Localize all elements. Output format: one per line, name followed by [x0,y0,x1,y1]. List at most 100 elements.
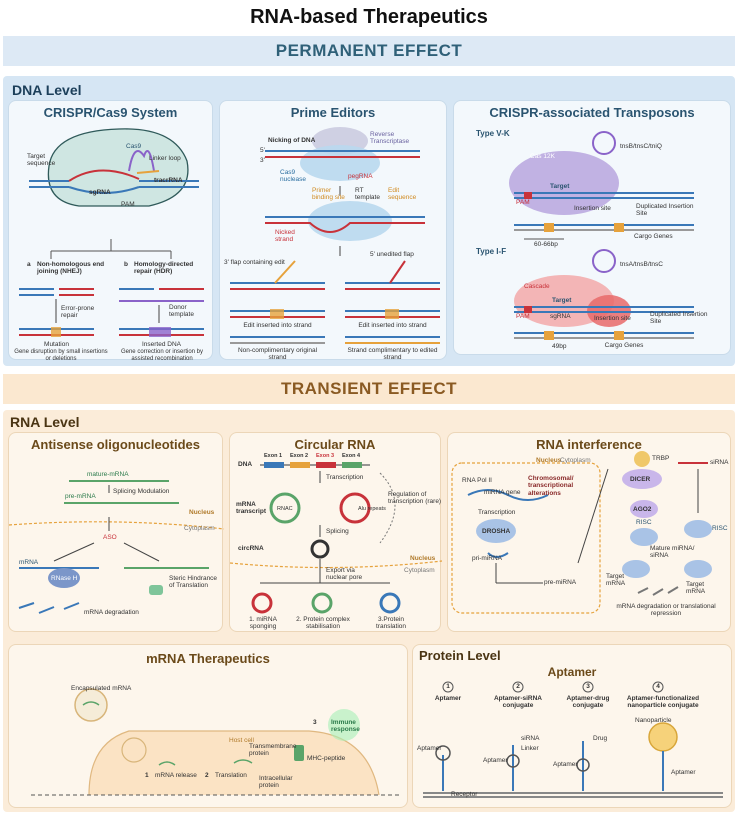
rnai-transcription-label: Transcription [478,509,516,516]
risc2-label: RISC [712,525,728,532]
flap5-label: 5' unedited flap [370,251,414,258]
exon2-label: Exon 2 [290,453,309,459]
nanoparticle-label: Nanoparticle [635,717,672,724]
circ-diagram [229,462,443,614]
step1-number: 1 [145,772,149,779]
rnai-diagram [451,451,712,614]
ago2-label: AGO2 [633,506,652,513]
edit-sequence-label: Edit sequence [388,187,417,202]
encapsulated-label: Encapsulated mRNA [71,685,132,692]
cargo-genes-if: Cargo Genes [604,342,644,349]
target-label-if: Target [552,297,572,304]
sirna-label: siRNA [521,735,540,742]
circ-outcome-2: 2. Protein complex stabilisation [296,616,350,631]
duplicated-vk: Duplicated Insertion Site [636,203,694,218]
non-comp-label: Non-complimentary original strand [237,347,318,362]
mrna-ther-title: mRNA Therapeutics [146,651,270,666]
mutation-label: Mutation [44,341,69,348]
aso-label: ASO [103,534,117,541]
pam-label-if: PAM [516,313,530,320]
nicked-strand-label: Nicked strand [275,229,295,244]
mrna-therapeutics-panel: mRNA Therapeutics Encapsulated mRNA Host… [8,644,408,808]
rnase-label: RNase H [51,575,78,582]
primer-binding-label: Primer binding site [312,187,345,202]
cascade-label: Cascade [524,283,550,290]
sgrna-label-if: sgRNA [550,313,571,320]
mhc-label: MHC-peptide [307,755,346,762]
aptamer-label-4: Aptamer [671,769,696,776]
pre-mirna-label: pre-miRNA [544,579,577,586]
tns-if-label: tnsA/tnsB/tnsC [620,261,663,268]
dna-level-label: DNA Level [12,82,82,98]
target-label-vk: Target [550,183,570,190]
export-label: Export via nuclear pore [326,567,363,582]
pol2-label: RNA Pol II [462,477,492,484]
aso-nucleus-label: Nucleus [189,509,215,516]
three-prime-label: 3' [260,157,265,164]
nhej-marker: a [27,261,31,268]
host-cell-label: Host cell [229,737,254,744]
five-prime-label: 5' [260,147,265,154]
permanent-effect-banner: PERMANENT EFFECT [3,36,735,66]
chromosomal-label: Chromosomal/ transcriptional alterations [528,475,574,497]
nicking-label: Nicking of DNA [268,137,316,144]
drug-label: Drug [593,735,608,742]
type-vk-label: Type V-K [476,129,510,138]
edit-inserted-right: Edit inserted into strand [358,322,427,329]
cas12k-label: Cas 12K [530,153,555,160]
transposons-title: CRISPR-associated Transposons [489,105,695,120]
rt-template-label: RT template [355,187,380,202]
circular-rna-panel: Circular RNA DNA Exon 1 Exon 2 Exon 3 Ex… [229,432,443,632]
aptamer-number-3: 3 [586,683,590,690]
target2-label: Target mRNA [686,581,706,596]
edit-inserted-left: Edit inserted into strand [243,322,312,329]
linker-loop-label: Linker loop [149,155,181,162]
transposons-diagram [509,131,694,340]
duplicated-if: Duplicated Insertion Site [650,311,708,326]
drosha-label: DROSHA [482,528,511,535]
exon1-label: Exon 1 [264,453,283,459]
intracellular-label: Intracellular protein [259,775,293,790]
aso-panel: Antisense oligonucleotides mature-mRNA p… [8,432,225,632]
hdr-marker: b [124,261,128,268]
bp-vk: 60-66bp [534,241,558,248]
reverse-transcriptase-label: Reverse Transcriptase [370,131,410,146]
aso-diagram [8,480,225,614]
aso-mrna-label: mRNA [19,559,39,566]
rna-level-label: RNA Level [10,414,80,430]
risc1-label: RISC [636,519,652,526]
circ-transcription-label: Transcription [326,474,364,481]
step1-label: mRNA release [155,772,197,779]
aptamer-column-3: Aptamer-drug conjugate [566,695,610,710]
cargo-genes-vk: Cargo Genes [634,233,673,240]
nhej-result: Gene disruption by small insertions or d… [14,349,108,362]
alu-label: Alu repeats [358,506,386,512]
cas9-label: Cas9 [126,143,142,150]
pegrna-label: pegRNA [348,173,373,180]
flap3-label: 3' flap containing edit [224,259,285,266]
aso-title: Antisense oligonucleotides [30,437,201,452]
aptamer-label-2: Aptamer [483,757,508,764]
circ-outcome-1: 1. miRNA sponging [249,616,277,631]
mrna-transcript-label: mRNA transcript [236,501,266,516]
cas9-nuclease-label: Cas9 nuclease [280,169,307,184]
tracrrna-label: tracrRNA [154,177,183,184]
strand-comp-label: Strand complimentary to edited strand [347,347,438,362]
pam-label-vk: PAM [516,199,530,206]
rnai-cytoplasm-label: Cytoplasm [560,457,591,464]
exon4-label: Exon 4 [342,453,361,459]
step3-number: 3 [313,719,317,726]
pri-mirna-label: pri-miRNA [472,555,502,562]
circ-title: Circular RNA [294,437,376,452]
mrna-degradation-label: mRNA degradation [84,609,139,616]
transient-effect-banner: TRANSIENT EFFECT [3,374,735,404]
pre-mrna-label: pre-mRNA [65,493,96,500]
crispr-cas9-panel: CRISPR/Cas9 System Cas9 Linker loop Targ… [8,100,213,362]
splicing-modulation-label: Splicing Modulation [113,488,170,495]
nhej-label: Non-homologous end joining (NHEJ) [37,261,105,276]
rnai-nucleus-label: Nucleus [536,457,562,464]
prime-diagram [230,127,440,344]
type-if-label: Type I-F [476,247,507,256]
rnai-title: RNA interference [536,437,642,452]
inserted-dna-label: Inserted DNA [141,341,182,348]
